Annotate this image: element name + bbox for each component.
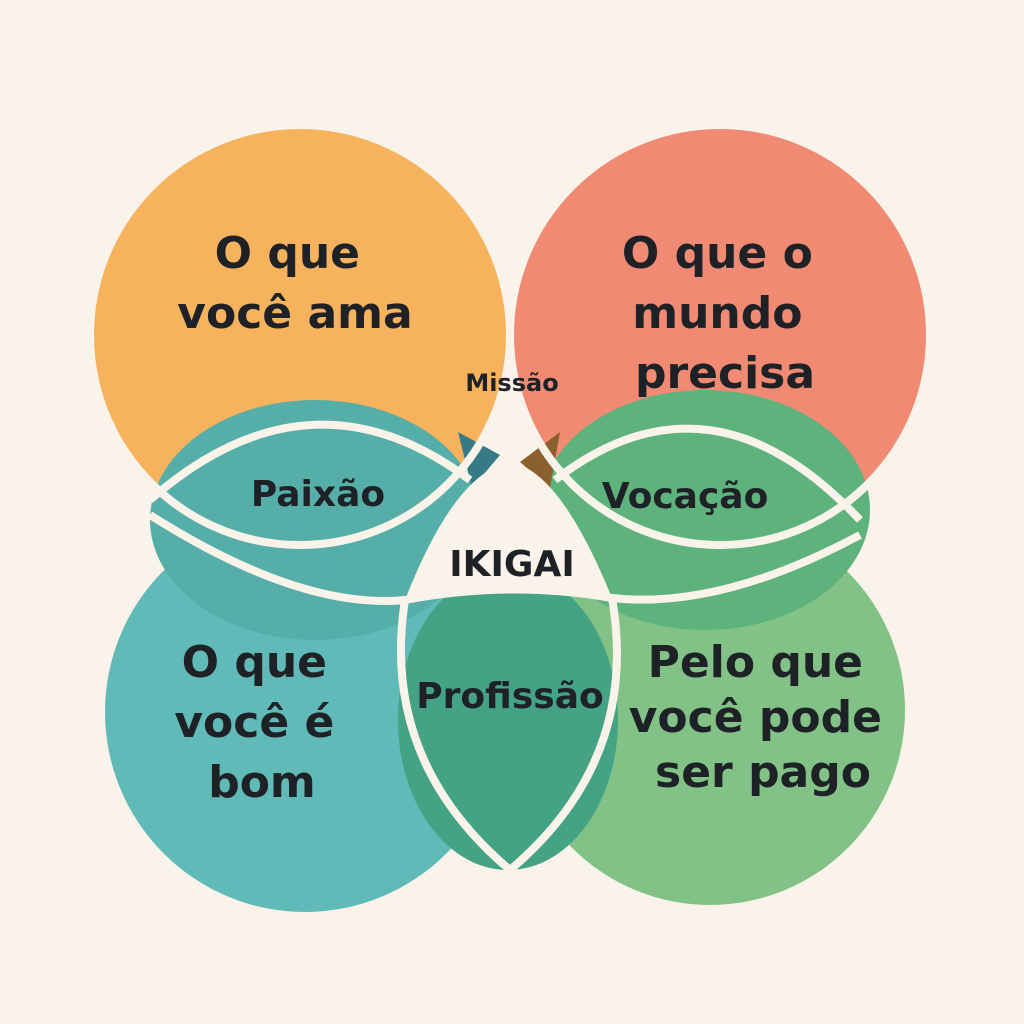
label-world: O que o mundo precisa xyxy=(622,228,828,399)
label-profissao: Profissão xyxy=(416,676,603,717)
overlap-profissao xyxy=(398,570,618,870)
label-paid: Pelo que você pode ser pago xyxy=(629,637,898,798)
label-paixao: Paixão xyxy=(251,474,385,515)
label-love: O que você ama xyxy=(177,228,412,339)
center-region xyxy=(405,462,612,600)
label-vocacao: Vocação xyxy=(602,476,769,517)
label-missao: Missão xyxy=(465,369,558,397)
overlap-paixao xyxy=(150,400,480,640)
label-good: O que você é bom xyxy=(174,637,349,808)
label-ikigai: IKIGAI xyxy=(449,544,575,585)
region-love-world-paid xyxy=(520,432,560,488)
